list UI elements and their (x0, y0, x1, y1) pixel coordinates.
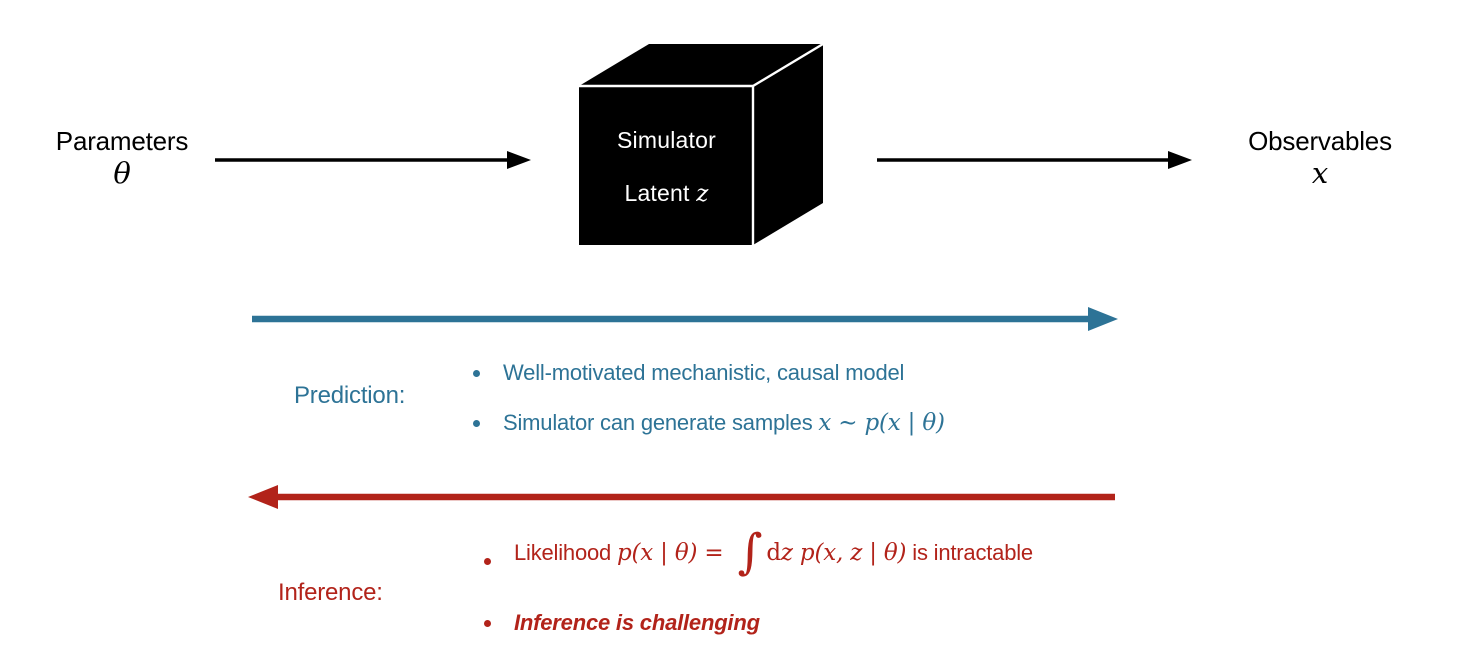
bullet-text: Simulator can generate samples x ∼ p(x |… (503, 410, 945, 436)
simulator-cube-icon (579, 42, 824, 245)
latent-label: Latent z (580, 180, 753, 207)
prediction-bullet-causal-model: Well-motivated mechanistic, causal model (473, 359, 904, 387)
arrow-head-icon (1168, 151, 1192, 169)
inference-section-label: Inference: (278, 579, 383, 606)
x-symbol: x (1311, 156, 1329, 190)
cube-edge-diagonal (752, 42, 824, 88)
bullet-dot-icon (473, 419, 480, 427)
inference-arrow (248, 485, 1115, 509)
bullet-dot-icon (484, 557, 491, 565)
prediction-section-label: Prediction: (294, 382, 406, 409)
parameters-to-simulator-arrow (215, 151, 531, 169)
observables-text: Observables (1248, 126, 1392, 156)
parameters-label: Parameters θ (29, 127, 215, 189)
simulator-label: Simulator (580, 127, 753, 153)
cube-front-face (579, 86, 753, 245)
integral-symbol: ∫ (737, 524, 763, 580)
bullet-text: Likelihood p(x | θ) = ∫dz p(x, z | θ) is… (514, 524, 1033, 580)
bullet-text: Well-motivated mechanistic, causal model (503, 360, 905, 385)
arrow-head-icon (248, 485, 278, 509)
simulator-to-observables-arrow (877, 151, 1192, 169)
prediction-arrow (252, 307, 1118, 331)
bullet-dot-icon (484, 619, 491, 627)
cube-right-face (753, 44, 823, 245)
prediction-bullet-generate-samples: Simulator can generate samples x ∼ p(x |… (473, 409, 945, 437)
cube-top-face (579, 44, 823, 86)
latent-text: Latent (624, 180, 697, 206)
parameters-text: Parameters (55, 126, 189, 156)
observables-label: Observables x (1227, 127, 1413, 189)
inference-bullet-likelihood: Likelihood p(x | θ) = ∫dz p(x, z | θ) is… (484, 522, 1033, 584)
arrow-head-icon (1088, 307, 1118, 331)
bullet-text: Inference is challenging (514, 610, 760, 635)
simulator-text: Simulator (617, 127, 716, 153)
inference-bullet-challenging: Inference is challenging (484, 609, 760, 637)
arrow-head-icon (507, 151, 531, 169)
bullet-dot-icon (473, 369, 480, 377)
theta-symbol: θ (113, 156, 131, 190)
z-symbol: z (696, 181, 709, 207)
